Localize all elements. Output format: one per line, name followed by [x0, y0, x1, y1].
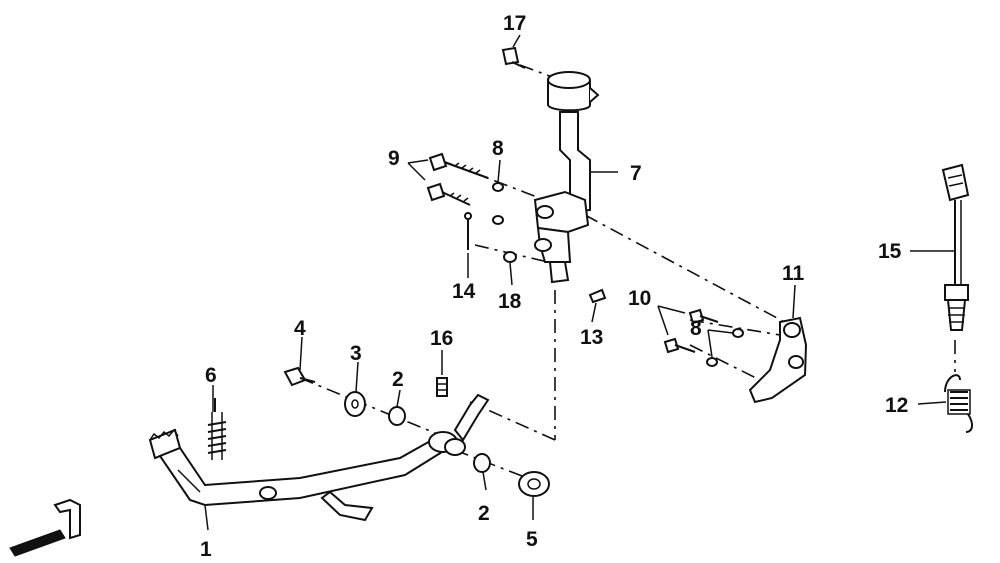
o-ring-upper [388, 406, 406, 426]
callout-6: 6 [205, 364, 217, 387]
clevis-pin [588, 288, 607, 304]
grease-nipple [436, 377, 448, 397]
callout-8-upper: 8 [492, 137, 504, 160]
leader-lines [204, 34, 955, 531]
reservoir-bolt [501, 46, 526, 69]
front-direction-arrow-icon [9, 498, 81, 557]
callout-12: 12 [885, 394, 908, 417]
callout-9: 9 [388, 147, 400, 170]
callout-2-upper: 2 [392, 368, 404, 391]
bracket-bolts [663, 308, 719, 354]
callout-10: 10 [628, 287, 651, 310]
o-ring-lower [473, 453, 491, 473]
callout-14: 14 [452, 280, 476, 303]
callout-17: 17 [503, 12, 526, 35]
master-cylinder [533, 190, 590, 284]
switch-spring [944, 374, 974, 433]
washers-bracket [706, 328, 744, 367]
callout-1: 1 [200, 538, 212, 561]
callout-7: 7 [630, 162, 642, 185]
callout-labels: 1 2 2 3 4 5 6 7 8 8 9 10 11 12 13 14 15 … [200, 12, 908, 561]
cylinder-bracket [748, 316, 808, 404]
alignment-lines [299, 64, 956, 484]
fluid-reservoir [547, 71, 600, 214]
callout-4: 4 [294, 317, 306, 340]
washer-clevis [503, 251, 517, 263]
cylinder-bolts [426, 152, 489, 206]
callout-18: 18 [498, 290, 522, 313]
callout-11: 11 [782, 262, 805, 285]
washers-cylinder [492, 182, 504, 225]
callout-13: 13 [580, 326, 603, 349]
washer-large [344, 391, 366, 417]
brake-light-switch [941, 163, 970, 331]
callout-8-lower: 8 [690, 317, 702, 340]
callout-5: 5 [526, 528, 538, 551]
callout-16: 16 [430, 327, 453, 350]
callout-3: 3 [350, 342, 362, 365]
pedal-return-spring [207, 398, 227, 460]
callout-2-lower: 2 [478, 502, 490, 525]
washer-outer [518, 471, 550, 497]
brake-pedal [148, 393, 490, 522]
split-pin [464, 212, 472, 250]
pivot-bolt [283, 366, 316, 387]
callout-15: 15 [878, 240, 902, 263]
